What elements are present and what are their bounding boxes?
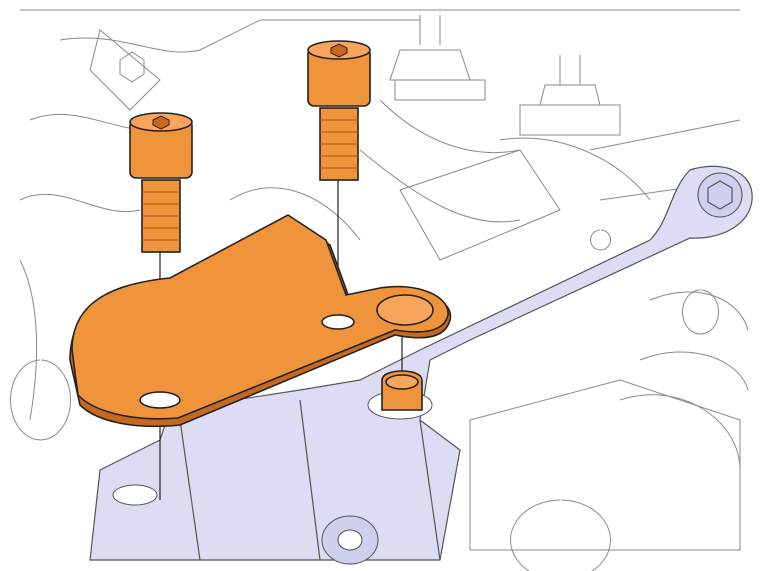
bolt-right [307, 40, 371, 181]
bolt-left [129, 112, 193, 253]
background-line-art [10, 9, 749, 571]
locating-pin [381, 370, 423, 411]
bracket [69, 214, 452, 428]
